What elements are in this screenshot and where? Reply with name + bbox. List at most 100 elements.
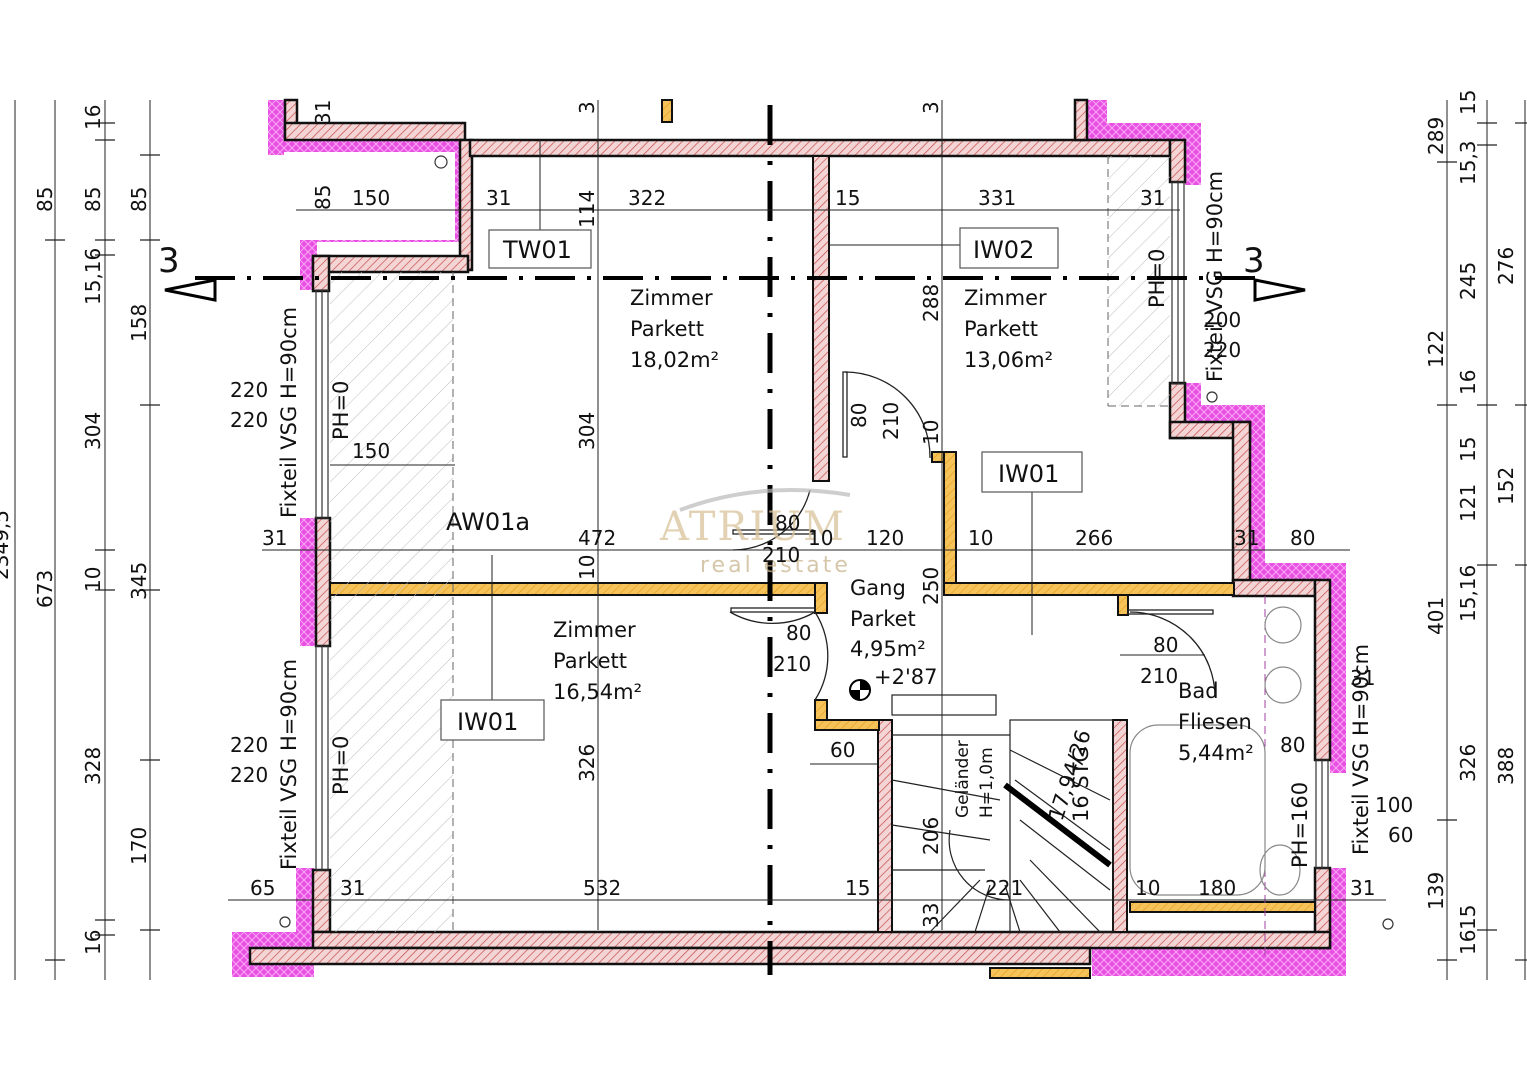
dim-text: 114: [575, 190, 599, 228]
dim-text: 60: [830, 738, 855, 762]
window-note: Fixteil VSG H=90cm: [1203, 171, 1227, 382]
dim-text: 10: [1135, 876, 1160, 900]
dim-text: 15: [845, 876, 870, 900]
dim-text: 331: [978, 186, 1016, 210]
dim-text: 31: [1350, 666, 1375, 690]
dim-text: 3: [919, 101, 943, 114]
dim-text: 31: [311, 100, 335, 125]
dim-text: 220: [230, 378, 268, 402]
room-label-bad: Bad Fliesen 5,44m²: [1178, 679, 1254, 765]
hatched-zones: [330, 156, 1266, 960]
left-dimension-lines: [14, 100, 160, 980]
dim-text: 220: [1203, 338, 1241, 362]
dim-text: 266: [1075, 526, 1113, 550]
dim-text: 15,16: [1456, 565, 1480, 622]
dim-text: 220: [230, 408, 268, 432]
dim-text: 180: [1198, 876, 1236, 900]
dim-text: 31: [340, 876, 365, 900]
watermark-brand: ATRIUM: [659, 504, 846, 550]
dim-text: 304: [575, 412, 599, 450]
dim-text: 10: [919, 420, 943, 445]
dim-text: 15: [1456, 905, 1480, 930]
dim-text: 152: [1494, 467, 1518, 505]
stair-railing: Geländer: [953, 740, 973, 818]
dim-text: 288: [919, 284, 943, 322]
windows: [315, 181, 1329, 871]
stair-railing-height: H=1,0m: [977, 747, 997, 818]
dim-text: 326: [575, 744, 599, 782]
exterior-walls: [248, 98, 1332, 966]
dim-text: 16: [1456, 370, 1480, 395]
interior-walls: [329, 99, 1316, 979]
dim-text: 388: [1494, 747, 1518, 785]
window-note: PH=0: [329, 736, 353, 795]
room-area: 18,02m²: [630, 348, 719, 372]
dim-text: 150: [352, 186, 390, 210]
dim-text: 15,16: [81, 248, 105, 305]
room-floor: Parkett: [553, 649, 627, 673]
room-level: +2'87: [874, 665, 937, 689]
section-marker-right: 3: [1243, 241, 1265, 281]
dim-text: 31: [1234, 526, 1259, 550]
room-area: 13,06m²: [964, 348, 1053, 372]
dim-text: 210: [773, 652, 811, 676]
window-note: PH=160: [1288, 782, 1312, 868]
dim-text: 210: [1140, 664, 1178, 688]
dim-text: 345: [127, 562, 151, 600]
dim-text: 31: [486, 186, 511, 210]
right-dimension-texts: 289 122 401 139 15 15,3 245 16 15 121 15…: [1424, 90, 1518, 955]
dim-text: 16: [1456, 930, 1480, 955]
dim-text: 3: [575, 101, 599, 114]
room-name: Gang: [850, 576, 906, 600]
dim-text: 220: [230, 733, 268, 757]
dim-text: 15: [835, 186, 860, 210]
mid-dimensions: 31 472 80 10 120 10 266 31 80: [262, 511, 1315, 550]
dim-text: 80: [775, 511, 800, 535]
dim-text: 16: [81, 105, 105, 130]
doors: [729, 371, 1216, 701]
section-marker-left: 3: [158, 241, 180, 281]
dim-text: 31: [1350, 876, 1375, 900]
dim-text: 80: [847, 403, 871, 428]
window-note: Fixteil VSG H=90cm: [277, 307, 301, 518]
right-dimension-lines: [1437, 100, 1527, 980]
room-name: Zimmer: [964, 286, 1047, 310]
wall-tag-boxes: [440, 227, 1083, 741]
dim-text: 31: [1140, 186, 1165, 210]
dim-text: 120: [866, 526, 904, 550]
dim-text: 150: [352, 439, 390, 463]
dim-text: 139: [1424, 872, 1448, 910]
level-marker: [849, 679, 871, 701]
dim-text: 328: [81, 747, 105, 785]
dim-text: 200: [1203, 308, 1241, 332]
bottom-dimensions: 65 31 532 15 221 10 180 31: [250, 876, 1375, 900]
room-label-3: Zimmer Parkett 16,54m²: [553, 618, 642, 704]
dim-text: 326: [1456, 744, 1480, 782]
dim-text: 401: [1424, 597, 1448, 635]
watermark-logo: ATRIUM real estate: [659, 488, 851, 578]
dim-text: 276: [1494, 247, 1518, 285]
dim-text: 532: [583, 876, 621, 900]
dim-text: 170: [127, 827, 151, 865]
room-name: Bad: [1178, 679, 1219, 703]
dim-text: 10: [81, 567, 105, 592]
dim-text: 80: [1280, 733, 1305, 757]
stair-steps: 16 STG: [1069, 746, 1093, 822]
dim-text: 210: [879, 402, 903, 440]
room-area: 5,44m²: [1178, 741, 1254, 765]
dim-text: 304: [81, 412, 105, 450]
dim-text: 15: [1456, 437, 1480, 462]
dim-text: 31: [262, 526, 287, 550]
dim-text: 472: [578, 526, 616, 550]
room-name: Zimmer: [553, 618, 636, 642]
dim-text: 33: [919, 903, 943, 928]
room-area: 4,95m²: [850, 637, 926, 661]
markers: [279, 155, 1394, 930]
dim-text: 10: [575, 555, 599, 580]
dim-text: 245: [1456, 262, 1480, 300]
wall-tag: AW01a: [446, 508, 530, 536]
section-line: [164, 105, 1306, 975]
window-note: PH=0: [329, 381, 353, 440]
room-label-gang: Gang Parket 4,95m² +2'87: [850, 576, 937, 689]
